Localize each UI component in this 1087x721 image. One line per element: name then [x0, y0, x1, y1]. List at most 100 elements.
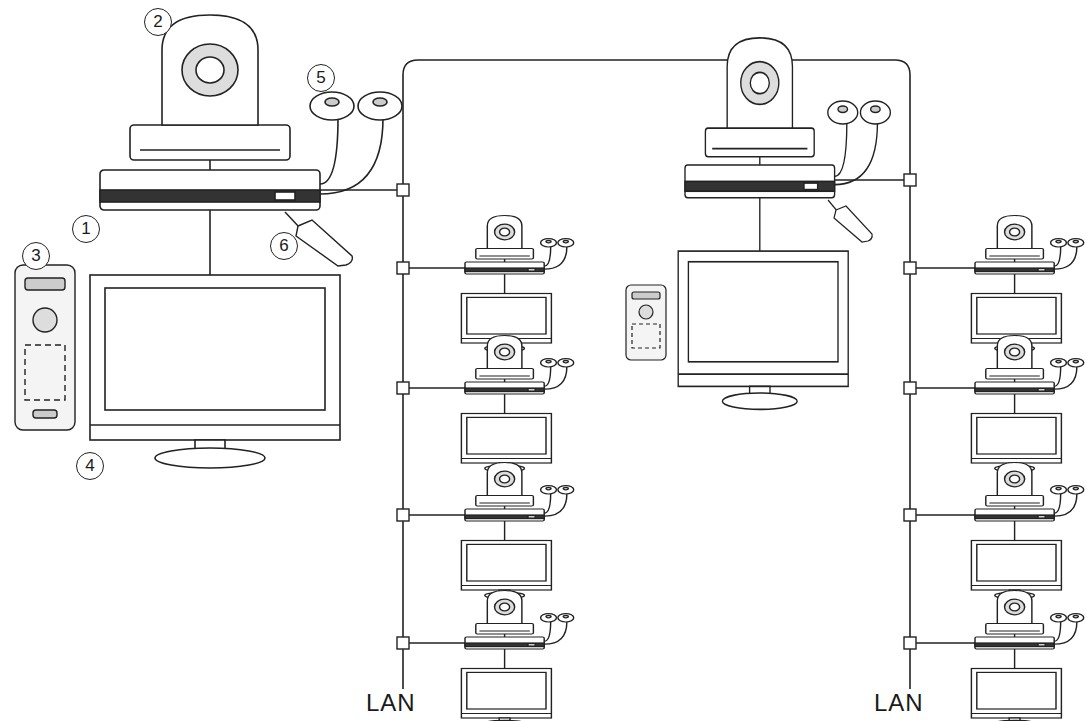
camera-lens	[1010, 348, 1020, 356]
codec-unit	[465, 637, 544, 649]
microphone	[1068, 614, 1084, 622]
lan-line	[403, 642, 465, 644]
camera-lens	[1010, 228, 1020, 236]
monitor	[461, 414, 551, 464]
camera-base	[986, 249, 1044, 260]
microphone	[373, 98, 387, 106]
codec-port	[528, 389, 535, 391]
codec-port	[804, 183, 818, 190]
camera-lens	[500, 475, 510, 483]
usb-memory	[828, 200, 872, 242]
lan-port	[397, 262, 409, 274]
conference-unit	[971, 216, 1083, 352]
codec-front	[465, 643, 544, 647]
lan-line	[403, 514, 465, 516]
remote-buttons	[632, 292, 660, 299]
monitor-screen	[977, 544, 1056, 581]
conference-unit	[461, 216, 573, 352]
mic-cable	[835, 122, 878, 184]
camera-base	[130, 125, 290, 160]
microphone	[541, 239, 557, 247]
monitor-screen	[105, 288, 325, 410]
microphone	[1056, 487, 1061, 489]
microphone	[1073, 240, 1078, 242]
monitor-stand	[485, 720, 525, 721]
camera-lens	[1005, 344, 1025, 360]
lan-line	[910, 642, 975, 644]
camera-base-line	[989, 630, 1039, 631]
microphone	[1051, 239, 1067, 247]
camera-head	[487, 463, 522, 496]
monitor-screen	[467, 544, 546, 581]
remote-keypad	[632, 324, 660, 348]
monitor	[461, 669, 551, 719]
codec-front	[465, 268, 544, 272]
conference-unit	[461, 591, 573, 721]
remote-pad	[33, 308, 57, 332]
monitor	[971, 414, 1061, 464]
remote-body	[626, 285, 666, 360]
remote-buttons	[33, 410, 57, 418]
remote-pad	[639, 305, 653, 319]
camera-base	[476, 369, 534, 380]
codec-port	[528, 644, 535, 646]
monitor	[90, 275, 340, 440]
microphone	[558, 486, 574, 494]
camera-base	[986, 369, 1044, 380]
mic-cable	[544, 621, 567, 644]
codec-unit	[975, 637, 1054, 649]
microphone	[558, 239, 574, 247]
microphone	[1051, 614, 1067, 622]
microphone	[546, 360, 551, 362]
monitor-bezel	[461, 713, 551, 714]
camera-base-line	[989, 502, 1039, 503]
camera-head	[727, 38, 792, 128]
lan-cabling	[320, 60, 910, 705]
camera-lens	[495, 224, 515, 240]
callout-number: 4	[76, 452, 104, 480]
camera-lens	[495, 471, 515, 487]
codec-port	[1038, 516, 1045, 518]
camera-base	[476, 249, 534, 260]
microphone	[1056, 360, 1061, 362]
monitor-screen	[688, 262, 838, 362]
lan-port	[904, 382, 916, 394]
camera-head	[997, 336, 1032, 369]
monitor-screen	[977, 297, 1056, 334]
lan-line	[910, 514, 975, 516]
camera-base	[705, 128, 814, 157]
camera-base-line	[479, 630, 529, 631]
monitor-neck	[1009, 718, 1020, 721]
callout-number: 1	[72, 215, 100, 243]
conference-unit	[461, 463, 573, 599]
camera-base	[476, 496, 534, 507]
mic-cable	[1054, 366, 1077, 389]
camera-lens	[196, 57, 224, 83]
codec-unit	[465, 262, 544, 274]
lan-line	[910, 267, 975, 269]
monitor-cable	[504, 521, 505, 541]
microphone	[546, 240, 551, 242]
monitor-cable	[1014, 521, 1015, 541]
camera-base-line	[479, 375, 529, 376]
codec-unit	[975, 509, 1054, 521]
conference-unit	[971, 463, 1083, 599]
microphone	[1068, 486, 1084, 494]
lan-ports	[397, 174, 916, 649]
callout-number: 2	[144, 8, 172, 36]
microphone	[871, 106, 881, 113]
microphone	[563, 360, 568, 362]
microphone	[541, 486, 557, 494]
monitor-screen	[977, 672, 1056, 709]
camera-head	[997, 216, 1032, 249]
monitor-cable	[209, 210, 211, 275]
monitor-screen	[467, 672, 546, 709]
conference-unit	[678, 38, 890, 409]
remote-buttons	[25, 278, 65, 290]
camera-cable	[759, 157, 760, 165]
callout-number: 5	[307, 64, 335, 92]
units	[90, 15, 1084, 721]
codec-front	[100, 190, 320, 202]
monitor-cable	[504, 394, 505, 414]
microphone	[546, 487, 551, 489]
